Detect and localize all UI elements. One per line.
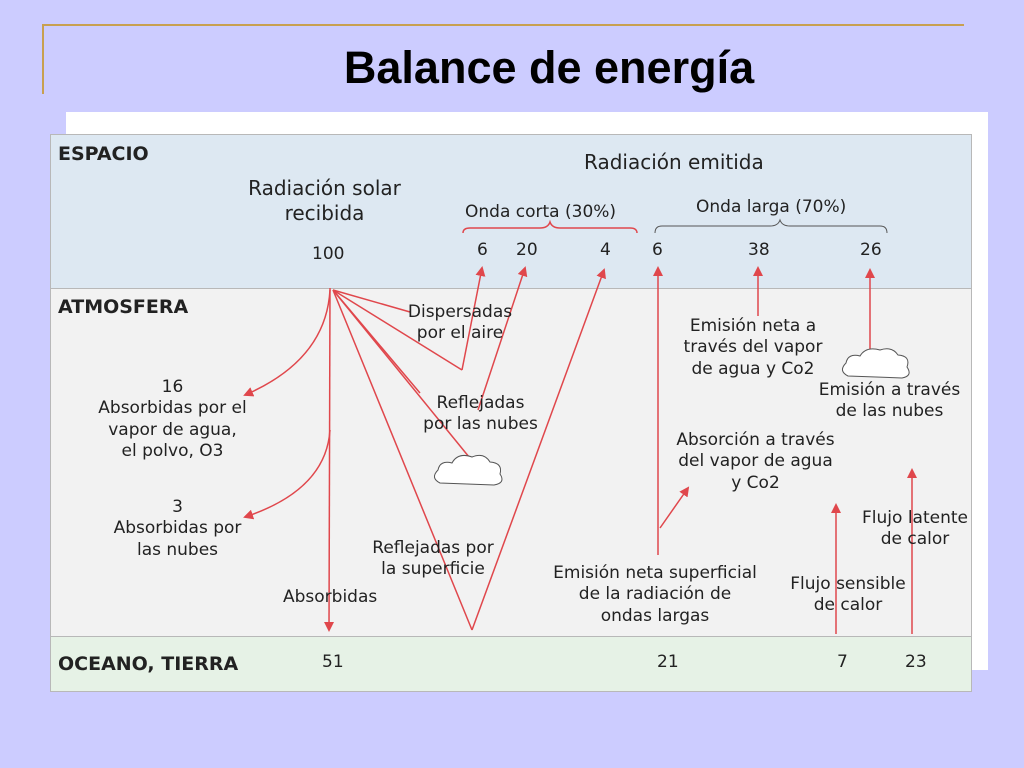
short-wave-label: Onda corta (30%) bbox=[465, 202, 617, 222]
scattered-air-label: Dispersadas por el aire bbox=[407, 302, 513, 344]
absorbed-vapor-label: 16 Absorbidas por el vapor de agua, el p… bbox=[98, 377, 247, 461]
absorbed-surface-label: Absorbidas bbox=[283, 587, 378, 607]
incoming-radiation-title: Radiación solar recibida bbox=[248, 176, 401, 225]
long-wave-bracket bbox=[654, 218, 888, 234]
surface-emission-label: Emisión neta superficial de la radiación… bbox=[553, 563, 757, 626]
surface-zone bbox=[50, 636, 972, 692]
surface-value-23: 23 bbox=[905, 652, 927, 672]
title-accent-line-vertical bbox=[42, 24, 44, 94]
space-value-short-20: 20 bbox=[516, 240, 538, 260]
space-value-long-6: 6 bbox=[652, 240, 663, 260]
sensible-heat-label: Flujo sensible de calor bbox=[790, 574, 906, 616]
emitted-radiation-title: Radiación emitida bbox=[584, 150, 764, 174]
surface-value-21: 21 bbox=[657, 652, 679, 672]
reflected-surface-label: Reflejadas por la superficie bbox=[372, 538, 494, 580]
space-value-long-26: 26 bbox=[860, 240, 882, 260]
incoming-value: 100 bbox=[312, 244, 345, 264]
slide-title: Balance de energía bbox=[343, 42, 755, 93]
cloud-icon-2 bbox=[842, 348, 910, 379]
arrow-scattered-20 bbox=[477, 266, 528, 411]
surface-value-7: 7 bbox=[837, 652, 848, 672]
emission-clouds-label: Emisión a través de las nubes bbox=[818, 380, 961, 422]
arrow-absorbed-clouds bbox=[243, 429, 331, 520]
absorption-vapor-label: Absorción a través del vapor de agua y C… bbox=[676, 430, 835, 493]
arrow-to-surface-reflect bbox=[332, 289, 473, 631]
space-value-short-4: 4 bbox=[600, 240, 611, 260]
arrow-surface-reflected-4 bbox=[471, 268, 606, 631]
arrow-absorbed-surface bbox=[324, 287, 335, 632]
latent-heat-label: Flujo latente de calor bbox=[862, 508, 968, 550]
atmosphere-zone bbox=[50, 288, 972, 637]
arrow-to-scatter-low bbox=[332, 289, 463, 371]
short-wave-bracket bbox=[462, 219, 638, 234]
zone-label-atmosphere: ATMOSFERA bbox=[58, 296, 189, 318]
arrow-reflected-cloud-up bbox=[332, 289, 479, 469]
absorbed-clouds-label: 3 Absorbidas por las nubes bbox=[113, 497, 242, 560]
arrow-to-scatter bbox=[332, 289, 411, 313]
surface-value-51: 51 bbox=[322, 652, 344, 672]
title-accent-line bbox=[42, 24, 964, 26]
long-wave-label: Onda larga (70%) bbox=[696, 197, 847, 217]
cloud-icon bbox=[434, 454, 503, 486]
arrow-scattered-6 bbox=[461, 266, 486, 371]
space-value-short-6: 6 bbox=[477, 240, 488, 260]
reflected-clouds-label: Reflejadas por las nubes bbox=[423, 393, 538, 435]
zone-label-surface: OCEANO, TIERRA bbox=[58, 653, 239, 675]
space-value-long-38: 38 bbox=[748, 240, 770, 260]
zone-label-space: ESPACIO bbox=[58, 143, 149, 165]
arrow-absorption-vapor bbox=[659, 486, 690, 529]
net-emission-vapor-label: Emisión neta a través del vapor de agua … bbox=[683, 316, 823, 379]
arrow-absorbed-vapor bbox=[243, 289, 331, 397]
space-zone bbox=[50, 134, 972, 289]
